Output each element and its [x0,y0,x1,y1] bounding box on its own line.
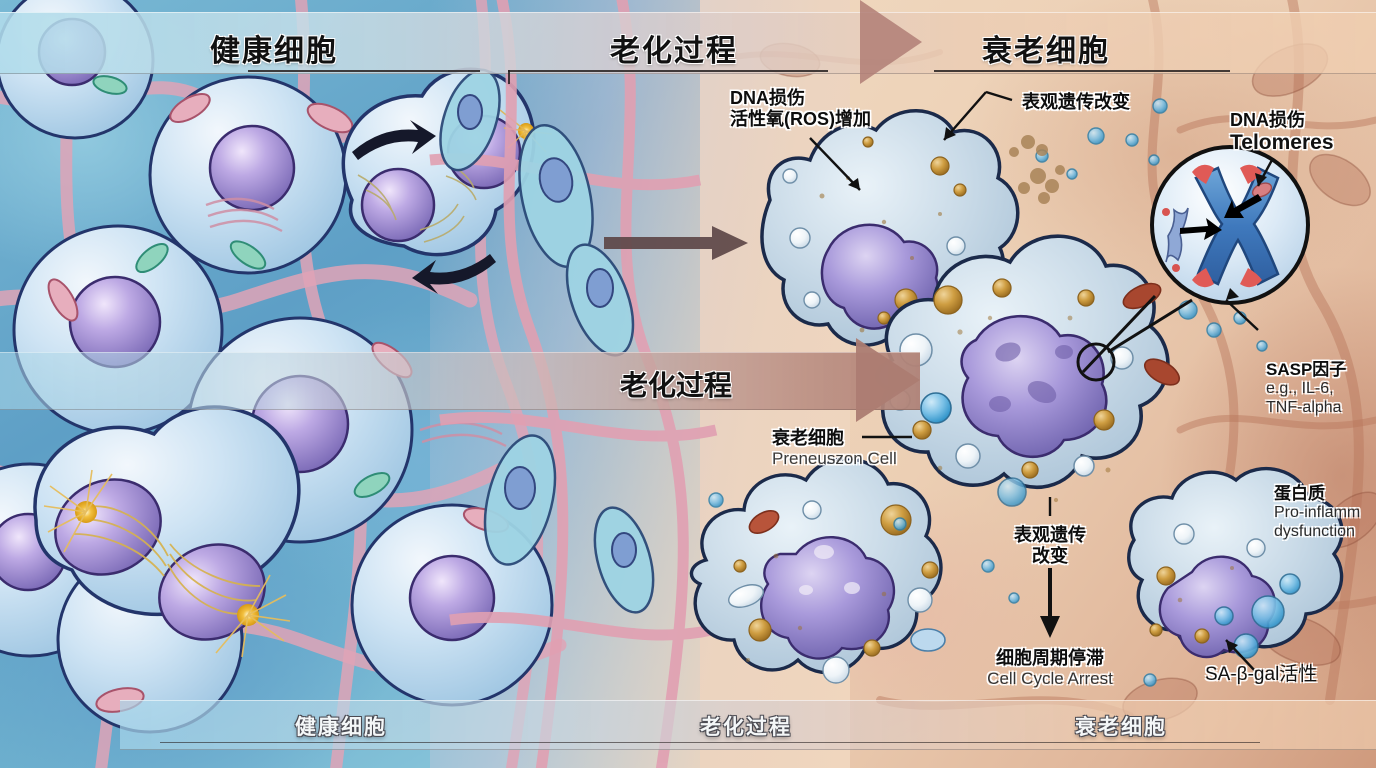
aging-process-arrow: 老化过程 [0,338,920,422]
annotation-protein-dysfunction: 蛋白质 Pro-inflamm dysfunction [1274,484,1361,540]
banner-bottom-label-aging: 老化过程 [700,716,792,739]
chromosome-inset [1076,145,1310,382]
mid-arrow-label: 老化过程 [620,370,733,401]
spindle-pole [43,469,291,658]
banner-top-label-aging: 老化过程 [610,35,738,68]
cell-cycle-arrest-arrow [1040,568,1060,638]
banner-top-band [0,12,1376,74]
mid-arrow-band [0,352,920,410]
annotation-sasp-factors: SASP因子 e.g., IL-6, TNF-alpha [1266,360,1347,416]
banner-top-label-senescent: 衰老细胞 [982,35,1110,68]
vacuoles [782,168,966,309]
banner-top-rule-right [934,70,1230,72]
annotation-epigenetic-mid: 表观遗传 改变 [1014,525,1086,567]
senescent-cell-lower-right [1127,466,1344,659]
banner-bottom: 健康细胞 老化过程 衰老细胞 [120,700,1376,750]
banner-bottom-label-senescent: 衰老细胞 [1075,716,1167,739]
banner-bottom-rule [160,742,1260,743]
banner-top-rule-mid [508,70,828,72]
senescent-cell-lower-left [689,457,946,684]
protein-dysfunction-detail: Pro-inflamm dysfunction [1274,504,1361,540]
banner-top-tick-left [508,70,510,84]
telomere-caps [1192,164,1262,288]
senescent-cell-central [875,234,1180,507]
inset-pointer-arrows [1180,194,1262,240]
leader-dna-damage [809,137,861,191]
annotation-senescent-cell: 衰老细胞 Preneuszon Cell [772,428,897,469]
sasp-examples: e.g., IL-6, TNF-alpha [1266,380,1342,416]
annotation-epigenetic-top: 表观遗传改变 [1022,92,1130,112]
banner-bottom-band [120,700,1376,750]
annotation-cell-cycle-arrest: 细胞周期停滞 Cell Cycle Arrest [987,648,1113,689]
transition-arrow [604,226,748,260]
sasp-vesicles [708,98,1268,687]
banner-top-label-healthy: 健康细胞 [210,35,338,68]
leader-sasp [1225,299,1259,331]
heterochromatin-foci [989,342,1073,412]
arrow-heads-leaders [848,127,1267,653]
mid-arrow-head [856,338,920,422]
dividing-cell-lower [33,405,301,658]
banner-bottom-label-healthy: 健康细胞 [295,716,387,739]
annotation-sa-beta-gal: SA-β-gal活性 [1205,664,1318,685]
epigenetic-clusters [1009,135,1065,204]
annotation-dna-damage-telomeres: DNA损伤 Telomeres [1230,110,1334,155]
division-direction-arrows [352,120,496,294]
banner-top-arrowhead [860,0,922,84]
banner-top: 健康细胞 老化过程 衰老细胞 [0,0,1376,84]
sa-beta-gal-staining [1214,573,1301,659]
banner-top-rule-left [248,70,480,72]
annotation-dna-damage-ros: DNA损伤 活性氧(ROS)增加 [730,88,871,130]
